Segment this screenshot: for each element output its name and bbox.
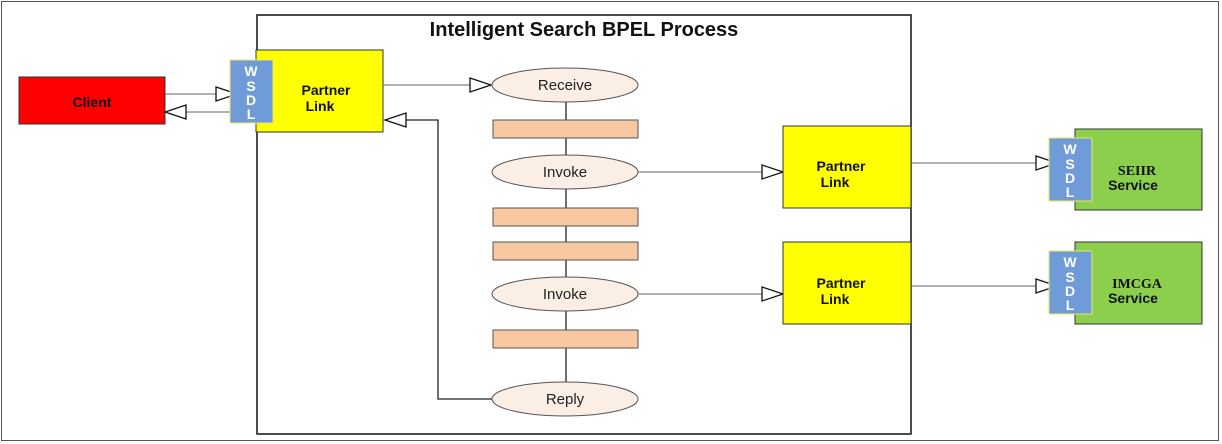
partner-link-label: Partner <box>301 82 351 98</box>
wsdl-imcga: W S D L <box>1048 250 1093 315</box>
wsdl-letter: D <box>1065 283 1075 299</box>
wsdl-letter: W <box>1063 254 1077 270</box>
process-title: Intelligent Search BPEL Process <box>430 19 739 41</box>
service-label: Service <box>1108 177 1158 193</box>
client-label: Client <box>73 94 112 110</box>
task-box[interactable] <box>492 119 639 139</box>
wsdl-letter: S <box>1065 156 1074 172</box>
service-imcga[interactable] <box>1074 241 1203 325</box>
partner-link-label: Partner <box>816 158 866 174</box>
activity-label: Reply <box>546 391 585 408</box>
activity-label: Receive <box>538 77 592 94</box>
partner-link-label: Link <box>306 98 335 114</box>
wsdl-seiir: W S D L <box>1048 137 1093 202</box>
wsdl-letter: S <box>1065 269 1074 285</box>
wsdl-letter: L <box>247 106 256 122</box>
activity-label: Invoke <box>543 286 587 303</box>
activity-receive[interactable] <box>491 67 639 103</box>
service-label: Service <box>1108 290 1158 306</box>
wsdl-letter: L <box>1066 297 1075 313</box>
partner-link-label: Link <box>821 291 850 307</box>
task-box[interactable] <box>492 329 639 349</box>
wsdl-letter: D <box>246 92 256 108</box>
wsdl-letter: W <box>1063 141 1077 157</box>
activity-reply[interactable] <box>491 381 639 417</box>
service-label: IMCGA <box>1112 277 1163 292</box>
client-box[interactable] <box>18 76 166 125</box>
wsdl-letter: S <box>246 78 255 94</box>
partner-link-label: Partner <box>816 275 866 291</box>
service-seiir[interactable] <box>1074 128 1203 211</box>
wsdl-client: W S D L <box>229 59 274 124</box>
partner-link-label: Link <box>821 174 850 190</box>
reply-to-partner-arrow <box>385 120 493 400</box>
service-label: SEIIR <box>1118 164 1157 179</box>
wsdl-letter: L <box>1066 184 1075 200</box>
task-box[interactable] <box>492 207 639 227</box>
partner-link-seiir[interactable] <box>782 125 912 209</box>
wsdl-letter: W <box>244 63 258 79</box>
partner-link-client[interactable] <box>255 49 384 133</box>
partner-link-imcga[interactable] <box>782 241 912 325</box>
wsdl-letter: D <box>1065 170 1075 186</box>
task-box[interactable] <box>492 241 639 261</box>
activity-label: Invoke <box>543 164 587 181</box>
